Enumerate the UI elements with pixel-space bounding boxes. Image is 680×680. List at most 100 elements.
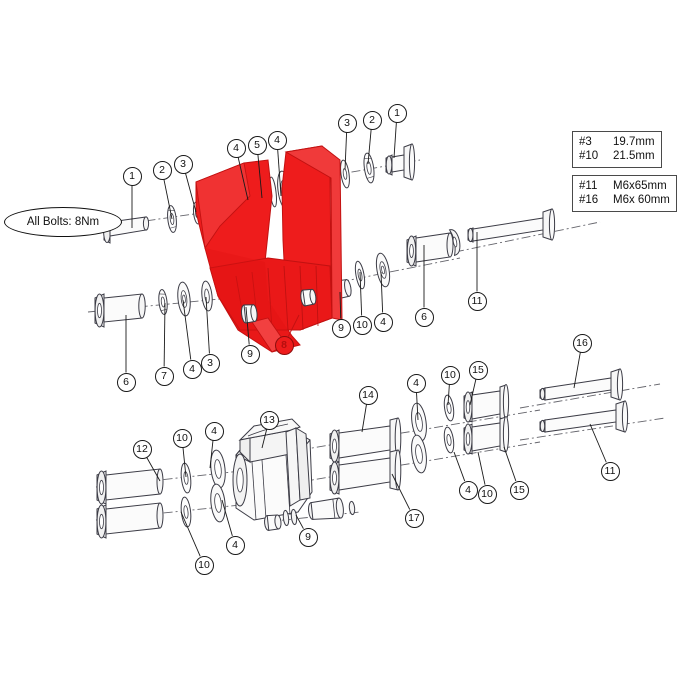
callout-11[interactable]: 11 — [467, 291, 487, 311]
callout-9[interactable]: 9 — [240, 344, 260, 364]
leader-line — [359, 271, 363, 316]
callout-16[interactable]: 16 — [572, 333, 592, 353]
callout-17[interactable]: 17 — [404, 508, 424, 528]
callout-14[interactable]: 14 — [358, 385, 378, 405]
leader-line — [295, 514, 304, 529]
callout-10[interactable]: 10 — [194, 555, 214, 575]
part-11-bolt-mid — [467, 208, 556, 243]
part-4-bearing-right — [375, 252, 391, 288]
leader-line — [380, 271, 384, 313]
leader-line — [287, 314, 300, 337]
callout-3[interactable]: 3 — [337, 113, 357, 133]
legend-row: #11 M6x65mm — [579, 179, 670, 193]
leader-line — [477, 451, 486, 485]
leader-line — [205, 296, 210, 354]
callout-2[interactable]: 2 — [362, 110, 382, 130]
callout-5[interactable]: 5 — [247, 135, 267, 155]
callout-10[interactable]: 10 — [352, 315, 372, 335]
callout-1[interactable]: 1 — [122, 166, 142, 186]
leader-line — [339, 291, 342, 319]
torque-note: All Bolts: 8Nm — [4, 207, 122, 237]
callout-4[interactable]: 4 — [267, 130, 287, 150]
assembly-long-bolts — [539, 368, 629, 433]
callout-10[interactable]: 10 — [477, 484, 497, 504]
callout-15[interactable]: 15 — [509, 480, 529, 500]
part-4-bearing-ll-upper — [210, 449, 226, 489]
callout-4[interactable]: 4 — [226, 138, 246, 158]
callout-2[interactable]: 2 — [152, 160, 172, 180]
part-6-spacer-left — [94, 293, 146, 328]
callout-4[interactable]: 4 — [182, 359, 202, 379]
legend-key: #3 — [579, 136, 592, 148]
assembly-lower-left — [96, 449, 226, 539]
part-4-bearing-ll-lower — [210, 483, 226, 523]
leader-line — [277, 149, 282, 197]
leader-line — [257, 154, 263, 199]
leader-line — [393, 122, 397, 159]
leader-line — [589, 423, 607, 463]
leader-line — [221, 499, 233, 536]
part-6-spacer-right — [406, 232, 454, 267]
part-15-bush-upper — [463, 384, 510, 423]
legend-row: #10 21.5mm — [579, 149, 655, 163]
callout-13[interactable]: 13 — [259, 410, 279, 430]
legend-key: #16 — [579, 194, 599, 206]
callout-15[interactable]: 15 — [468, 360, 488, 380]
callout-4[interactable]: 4 — [373, 312, 393, 332]
legend-key: #11 — [579, 180, 598, 192]
part-14-spacer — [329, 417, 402, 463]
legend-value: 21.5mm — [613, 150, 655, 162]
callout-9[interactable]: 9 — [331, 318, 351, 338]
part-2-washer-right — [363, 152, 375, 184]
legend-value: M6x 60mm — [613, 194, 670, 206]
callout-10[interactable]: 10 — [440, 365, 460, 385]
callout-4[interactable]: 4 — [204, 421, 224, 441]
leader-line — [237, 157, 249, 201]
assembly-bottom-small-parts — [264, 497, 356, 531]
legend-key: #10 — [579, 150, 599, 162]
part-3-bearing-right — [340, 159, 350, 189]
callout-6[interactable]: 6 — [414, 307, 434, 327]
part-17-spacer — [329, 449, 402, 495]
leader-lines — [125, 122, 607, 557]
legend-value: M6x65mm — [613, 180, 667, 192]
assembly-mid-right — [331, 208, 556, 300]
leader-line — [245, 306, 250, 345]
part-11-bolt-long — [539, 400, 629, 433]
leader-line — [573, 352, 581, 389]
callout-8[interactable]: 8 — [274, 335, 294, 355]
callout-9[interactable]: 9 — [298, 527, 318, 547]
callout-10[interactable]: 10 — [172, 428, 192, 448]
leader-line — [261, 429, 268, 449]
leader-line — [146, 457, 161, 482]
callout-6[interactable]: 6 — [116, 372, 136, 392]
leader-line — [447, 384, 450, 406]
callout-4[interactable]: 4 — [225, 535, 245, 555]
callout-4[interactable]: 4 — [458, 480, 478, 500]
leader-line — [367, 129, 372, 165]
part-10-washer-ll-lower — [180, 496, 192, 528]
part-16-bolt — [539, 368, 624, 401]
callout-3[interactable]: 3 — [173, 154, 193, 174]
assembly-lower-right — [411, 384, 510, 474]
callout-7[interactable]: 7 — [154, 366, 174, 386]
assembly-lower-spacers — [329, 417, 402, 495]
callout-12[interactable]: 12 — [132, 439, 152, 459]
leader-line — [185, 173, 197, 213]
legend-bolt-sizes: #11 M6x65mm #16 M6x 60mm — [572, 175, 677, 212]
callout-4[interactable]: 4 — [406, 373, 426, 393]
callout-1[interactable]: 1 — [387, 103, 407, 123]
callout-3[interactable]: 3 — [200, 353, 220, 373]
assembly-upper-right — [340, 143, 416, 189]
part-12-pin-lower — [96, 502, 164, 539]
callout-11[interactable]: 11 — [600, 461, 620, 481]
leader-line — [180, 511, 201, 557]
leader-line — [344, 132, 348, 171]
leader-line — [503, 446, 517, 482]
part-15-bush-lower — [463, 416, 510, 455]
part-4-bearing-left — [177, 281, 191, 317]
part-1-bolt-upper-right — [385, 143, 416, 181]
part-12-pin-upper — [96, 468, 164, 505]
